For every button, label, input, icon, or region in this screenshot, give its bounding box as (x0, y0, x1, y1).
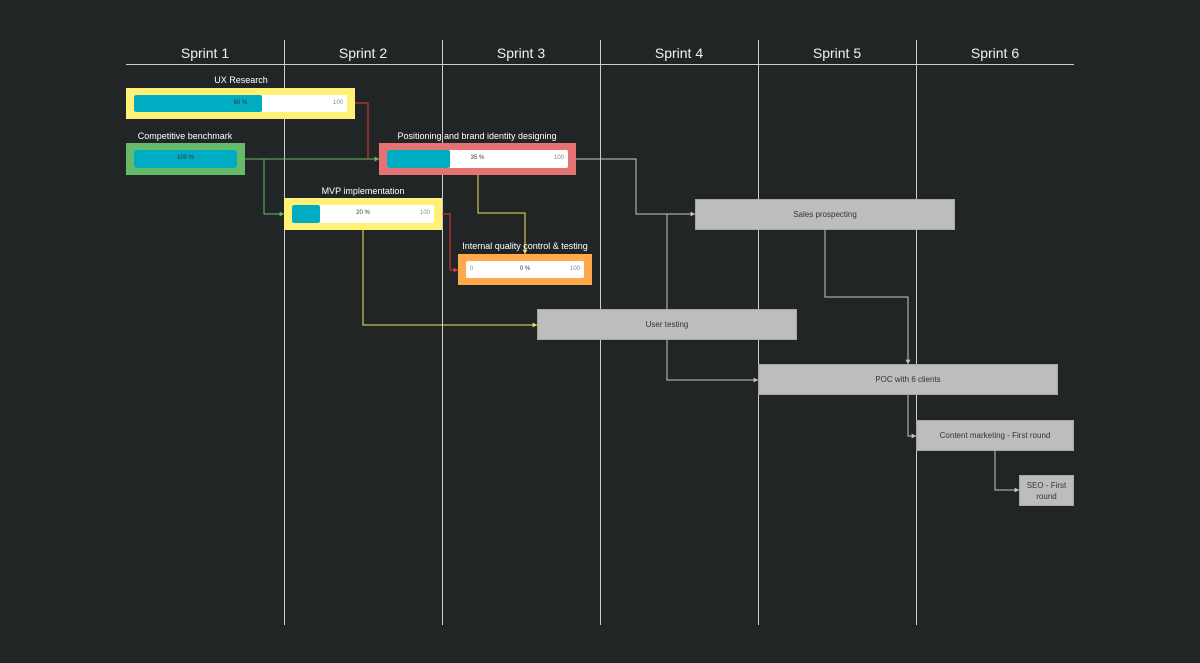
task-sales-prospecting[interactable]: Sales prospecting (695, 199, 955, 230)
arrow-mvp-to-usertest-head (532, 322, 537, 328)
progress-percent: 100 % (176, 155, 194, 161)
arrow-brand-to-sales-head (690, 211, 695, 217)
task-content-marketing[interactable]: Content marketing - First round (916, 420, 1074, 451)
arrow-sales-to-poc (824, 230, 909, 364)
arrow-ux-to-brand (355, 102, 379, 160)
arrow-poc-to-content (907, 395, 916, 437)
progress-percent: 20 % (356, 210, 370, 216)
progress-fill (387, 150, 451, 168)
progress-track: 0 0 % 100 (466, 261, 584, 278)
task-label-ux-research: UX Research (214, 75, 268, 85)
sprint-header-5: Sprint 5 (812, 45, 862, 61)
task-quality-control[interactable]: 0 0 % 100 (458, 254, 592, 285)
arrow-sales-to-poc-head (905, 359, 911, 364)
arrow-brand-to-qc (477, 175, 526, 254)
progress-fill (134, 95, 262, 112)
progress-track: 35 % 100 (387, 150, 568, 168)
sprint-header-2: Sprint 2 (338, 45, 388, 61)
task-ux-research[interactable]: 60 % 100 (126, 88, 355, 119)
progress-max: 100 (569, 266, 580, 272)
arrow-content-to-seo (994, 451, 1019, 491)
task-competitive-benchmark[interactable]: 100 % (126, 143, 245, 175)
task-poc-clients[interactable]: POC with 6 clients (758, 364, 1058, 395)
arrow-mvp-to-qc (442, 213, 458, 271)
sprint-header-1: Sprint 1 (180, 45, 230, 61)
arrow-content-to-seo-head (1014, 487, 1019, 493)
progress-track: 20 % 100 (292, 205, 434, 223)
arrow-brand-to-sales (576, 158, 695, 215)
task-label-quality-control: Internal quality control & testing (462, 241, 588, 251)
arrow-brand-to-qc-head (522, 249, 528, 254)
task-label-competitive-benchmark: Competitive benchmark (137, 131, 233, 141)
arrow-bench-to-mvp-head (279, 211, 284, 217)
progress-min: 0 (470, 266, 474, 272)
progress-max: 100 (419, 210, 430, 216)
task-label-mvp: MVP implementation (321, 186, 405, 196)
task-seo[interactable]: SEO - First round (1019, 475, 1074, 506)
progress-track: 100 % (134, 150, 237, 168)
sprint-header-6: Sprint 6 (970, 45, 1020, 61)
progress-max: 100 (332, 100, 343, 106)
progress-fill (292, 205, 321, 223)
sprint-header-4: Sprint 4 (654, 45, 704, 61)
task-user-testing[interactable]: User testing (537, 309, 797, 340)
arrow-bench-to-brand-head (374, 156, 379, 162)
sprint-header-3: Sprint 3 (496, 45, 546, 61)
arrow-sales-to-poc-side (666, 214, 758, 381)
progress-percent: 35 % (470, 155, 485, 161)
task-brand-identity[interactable]: 35 % 100 (379, 143, 576, 175)
task-label-brand-identity: Positioning and brand identity designing (397, 131, 557, 141)
task-mvp-implementation[interactable]: 20 % 100 (284, 198, 442, 230)
progress-percent: 60 % (233, 100, 248, 106)
arrow-poc-to-content-head (911, 433, 916, 439)
progress-max: 100 (553, 155, 564, 161)
arrow-sales-to-poc-side-head (753, 377, 758, 383)
progress-fill (134, 150, 237, 168)
arrow-mvp-to-usertest (362, 230, 537, 326)
progress-track: 60 % 100 (134, 95, 347, 112)
arrow-mvp-to-qc-head (453, 267, 458, 273)
progress-percent: 0 % (519, 266, 531, 272)
arrow-bench-to-mvp (263, 159, 284, 215)
